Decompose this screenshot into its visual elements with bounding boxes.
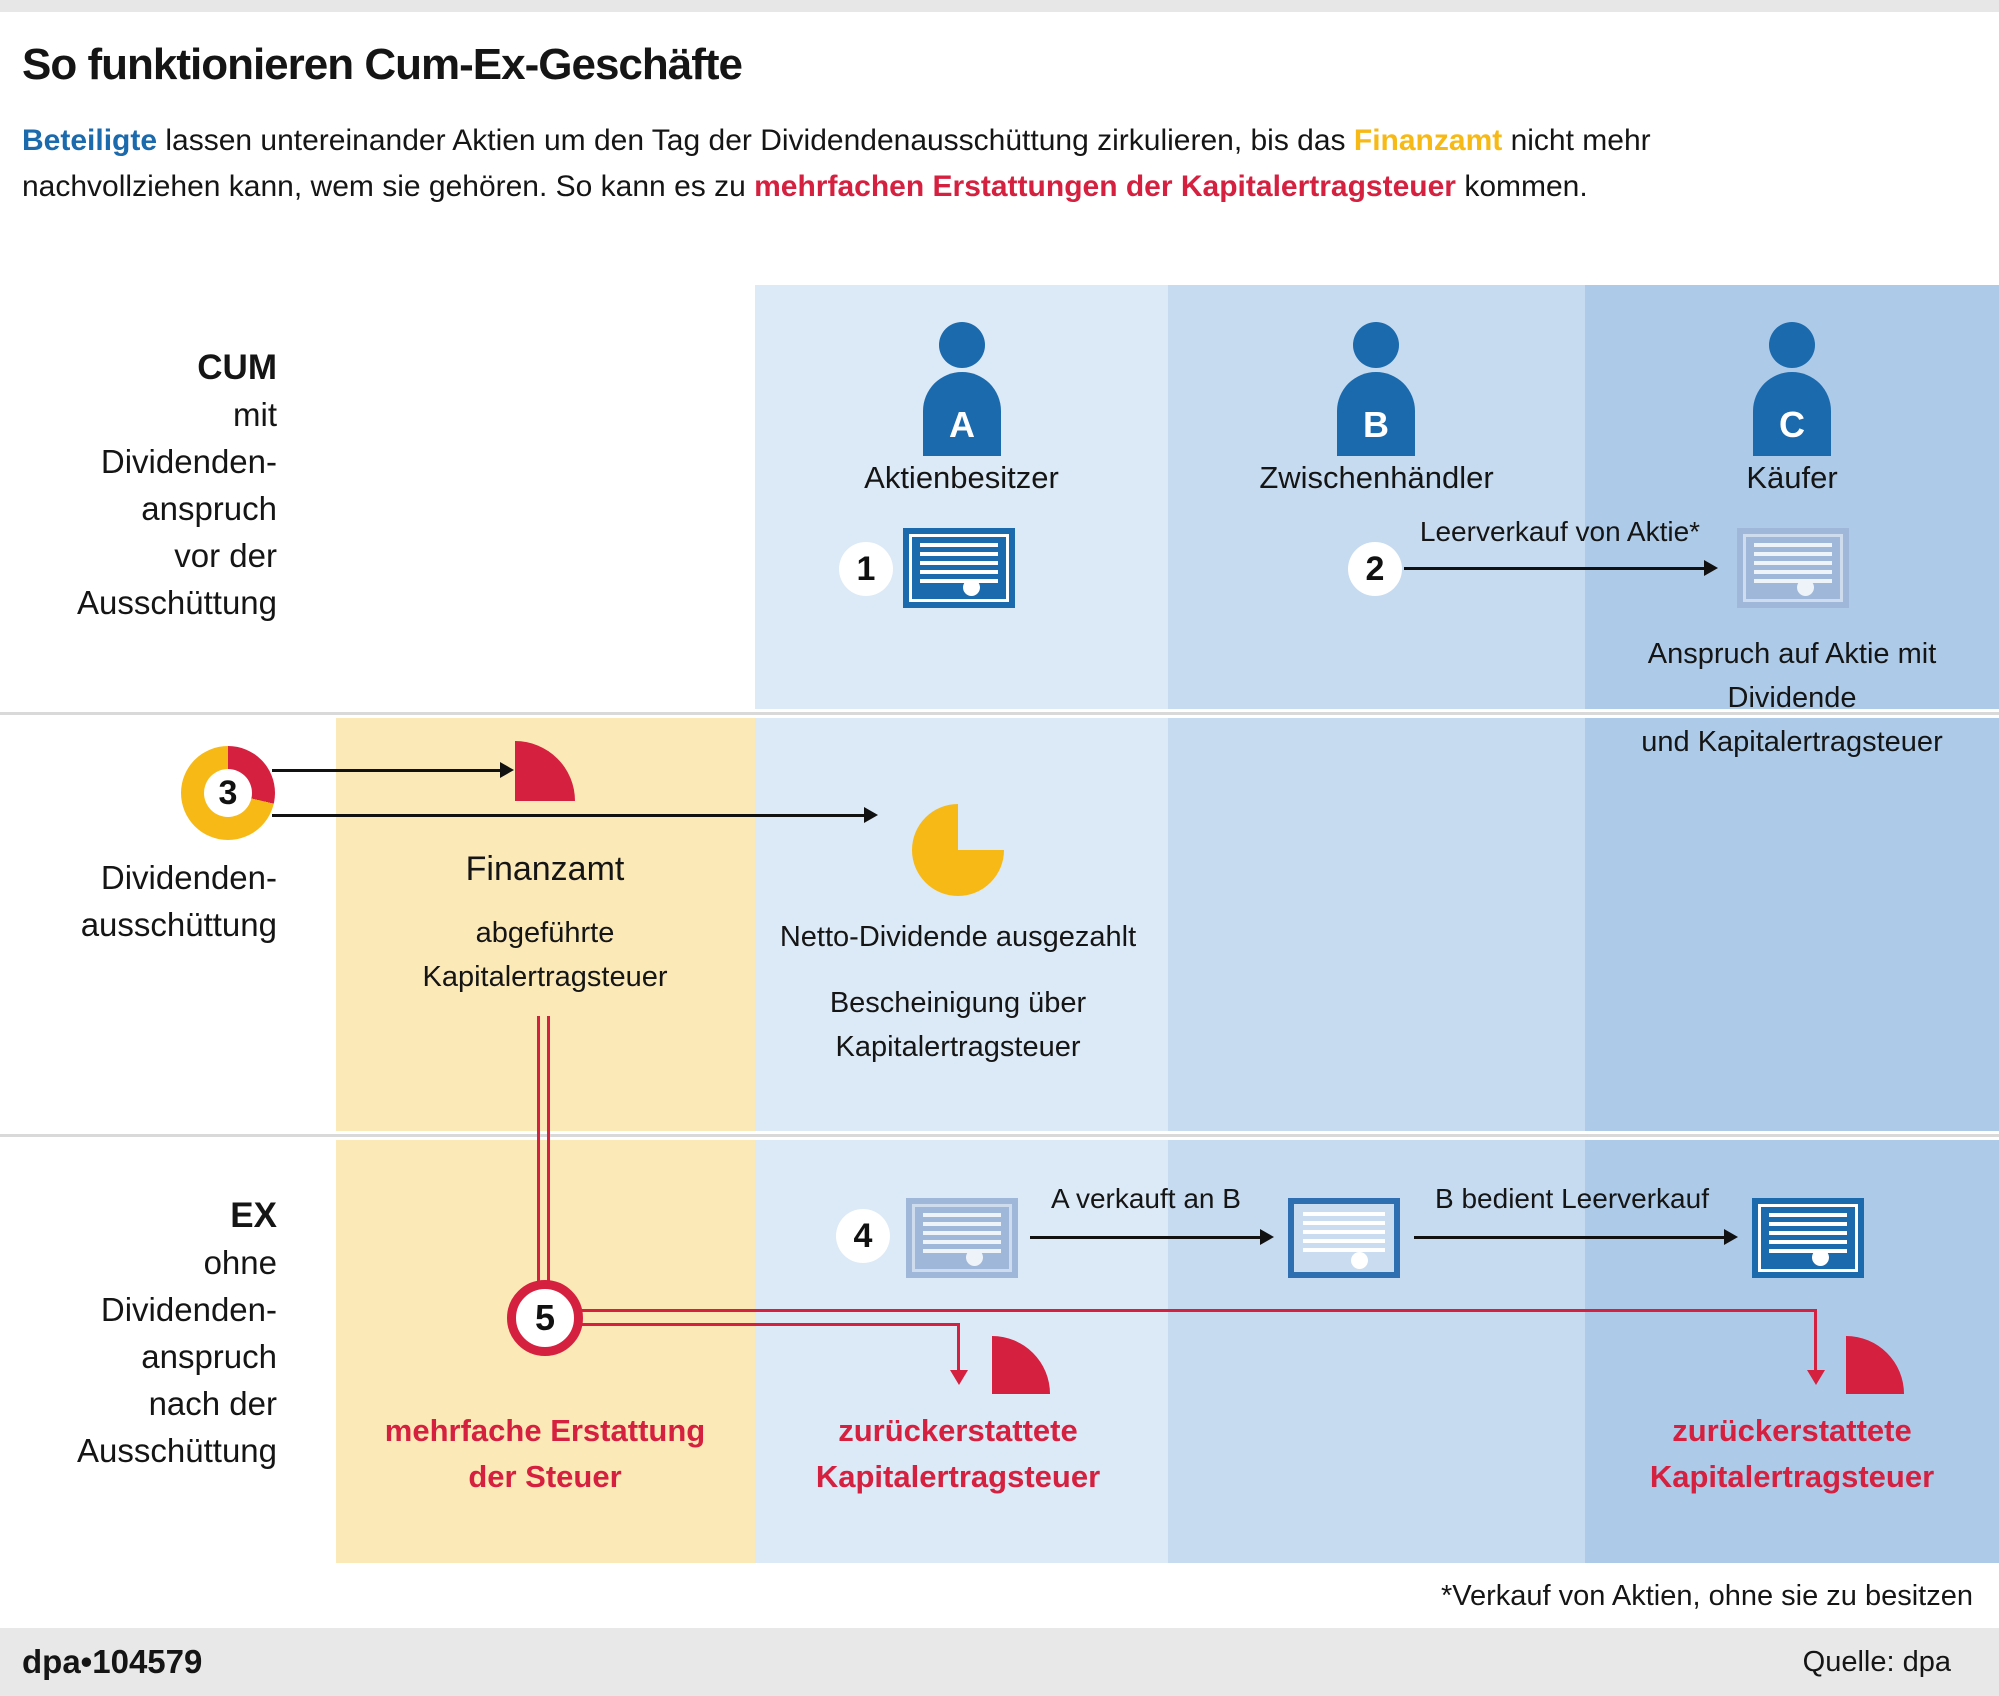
text-netto-dividende: Netto-Dividende ausgezahlt	[779, 921, 1137, 953]
text-mehrfache-erstattung: mehrfache Erstattung der Steuer	[384, 1413, 706, 1494]
graphic-code: 104579	[92, 1643, 203, 1680]
refund-arrowhead-owner	[950, 1370, 968, 1385]
row-label-ausschuettung: Dividenden- ausschüttung	[80, 859, 277, 943]
label-b-bedient: B bedient Leerverkauf	[1435, 1183, 1709, 1214]
actor-name-aktienbesitzer: Aktienbesitzer	[864, 460, 1059, 495]
certificate-icon-solid-1	[903, 528, 1015, 608]
certificate-seal	[963, 579, 980, 596]
refund-drop-owner	[957, 1323, 960, 1372]
row-label-cum: CUM mit Dividenden- anspruch vor der Aus…	[0, 344, 277, 626]
step-badge-1: 1	[839, 542, 893, 596]
arrow-tax-to-finanzamt	[272, 762, 514, 778]
step-badge-4: 4	[836, 1209, 890, 1263]
certificate-seal	[1351, 1252, 1368, 1269]
dpa-brand: dpa•104579	[22, 1628, 202, 1696]
dpa-logo: dpa	[22, 1643, 81, 1680]
row-separator-2	[0, 1131, 1999, 1140]
netto-dividend-pie-icon	[912, 804, 1004, 896]
page-title: So funktionieren Cum-Ex-Geschäfte	[22, 40, 743, 89]
person-c-head	[1769, 322, 1815, 368]
certificate-seal	[966, 1249, 983, 1266]
actor-name-zwischenhaendler: Zwischenhändler	[1259, 460, 1494, 495]
label-a-verkauft: A verkauft an B	[1051, 1183, 1241, 1214]
intro-text: Beteiligte lassen untereinander Aktien u…	[22, 118, 1952, 210]
column-aktienbesitzer	[755, 285, 1168, 1563]
step-badge-5: 5	[507, 1280, 583, 1356]
certificate-icon-solid-2	[1752, 1198, 1864, 1278]
column-zwischenhaendler	[1168, 285, 1585, 1563]
footer-bar	[0, 1628, 1999, 1696]
row-label-ex: EX ohne Dividenden- anspruch nach der Au…	[0, 1192, 277, 1474]
refund-line-lower	[581, 1323, 960, 1326]
refund-line-vertical-right	[547, 1016, 550, 1284]
text-zurueckerstattet-buyer: zurückerstattete Kapitalertragsteuer	[1649, 1413, 1935, 1494]
row-label-ex-lead: EX	[230, 1196, 277, 1235]
dividend-donut-icon: 3	[181, 746, 275, 840]
certificate-icon-framed	[1288, 1198, 1400, 1278]
text-abgefuehrte-steuer: abgeführte Kapitalertragsteuer	[422, 917, 668, 993]
person-b-head	[1353, 322, 1399, 368]
actor-name-kaeufer: Käufer	[1746, 460, 1838, 495]
footnote: *Verkauf von Aktien, ohne sie zu besitze…	[1440, 1580, 1973, 1612]
certificate-icon-washed-ex	[906, 1198, 1018, 1278]
person-icon-b: B	[1316, 322, 1436, 456]
arrow-netto-to-owner	[272, 807, 878, 823]
step-badge-2: 2	[1348, 542, 1402, 596]
refund-arrowhead-buyer	[1807, 1370, 1825, 1385]
intro-line-1: Beteiligte lassen untereinander Aktien u…	[22, 124, 1651, 157]
certificate-seal	[1812, 1249, 1829, 1266]
certificate-icon-washed-cum	[1737, 528, 1849, 608]
certificate-seal	[1797, 579, 1814, 596]
person-icon-c: C	[1732, 322, 1852, 456]
text-anspruch: Anspruch auf Aktie mit Dividende und Kap…	[1641, 638, 1943, 758]
row-separator-1	[0, 709, 1999, 718]
text-zurueckerstattet-owner: zurückerstattete Kapitalertragsteuer	[815, 1413, 1101, 1494]
arrow-a-to-b	[1030, 1229, 1274, 1245]
person-a-letter: A	[949, 404, 975, 445]
person-icon-a: A	[902, 322, 1022, 456]
step-badge-3: 3	[204, 769, 252, 817]
dpa-bullet: •	[80, 1643, 93, 1680]
refund-line-vertical-left	[537, 1016, 540, 1284]
arrow-b-to-c	[1414, 1229, 1738, 1245]
row-label-cum-lead: CUM	[197, 348, 277, 387]
column-kaeufer	[1585, 285, 1999, 1563]
refund-drop-buyer	[1814, 1309, 1817, 1372]
refund-line-upper	[581, 1309, 1817, 1312]
person-a-head	[939, 322, 985, 368]
label-leerverkauf: Leerverkauf von Aktie*	[1419, 516, 1701, 547]
person-c-letter: C	[1779, 404, 1805, 445]
text-bescheinigung: Bescheinigung über Kapitalertragsteuer	[829, 987, 1087, 1063]
top-border	[0, 0, 1999, 12]
source-credit: Quelle: dpa	[1802, 1645, 1951, 1678]
label-finanzamt: Finanzamt	[465, 850, 625, 888]
intro-line-2: nachvollziehen kann, wem sie gehören. So…	[22, 170, 1588, 203]
person-b-letter: B	[1363, 404, 1389, 445]
arrow-leerverkauf	[1404, 560, 1718, 576]
